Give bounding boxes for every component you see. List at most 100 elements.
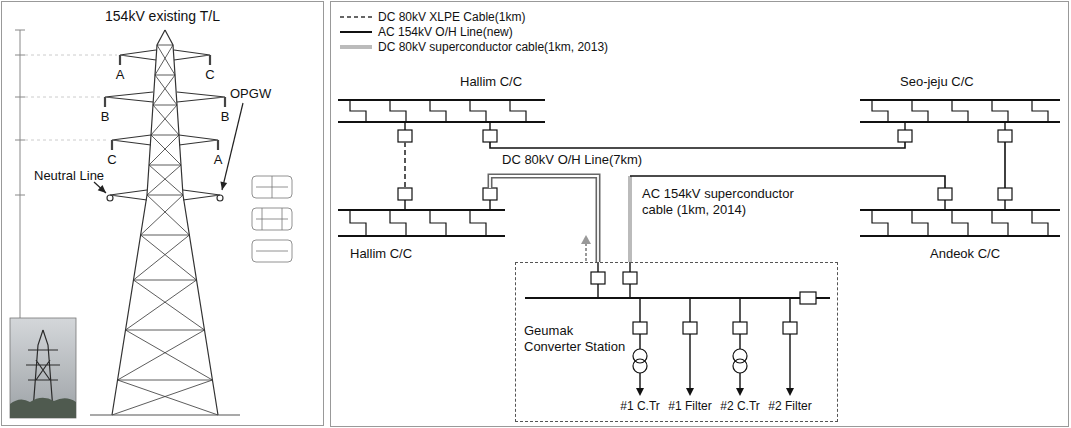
panel-frame xyxy=(331,2,1069,427)
substation-bus xyxy=(938,188,952,200)
phase-label: C xyxy=(107,152,116,168)
transmission-tower xyxy=(147,45,183,195)
substation-bus xyxy=(860,100,1060,142)
legend-sample xyxy=(340,16,372,18)
panel-title: 154kV existing T/L xyxy=(2,8,323,25)
detail-sketch xyxy=(256,251,288,252)
converter-station-box: Geumak Converter Station xyxy=(515,262,838,422)
feeder-label: #1 C.Tr xyxy=(620,399,660,413)
legend-sample xyxy=(340,45,372,49)
substation-bus xyxy=(998,130,1012,142)
legend-text: DC 80kV XLPE Cable(1km) xyxy=(378,10,525,24)
transmission-tower xyxy=(120,50,210,60)
converter-station-bus xyxy=(633,322,647,334)
substation-bus xyxy=(405,200,490,210)
connector-line xyxy=(490,176,598,262)
transmission-tower xyxy=(217,195,223,201)
leader-line xyxy=(94,103,243,193)
callout-label: OPGW xyxy=(230,86,271,102)
substation-bus xyxy=(998,188,1012,200)
transmission-tower xyxy=(112,195,218,415)
edge-label: DC 80kV O/H Line(7km) xyxy=(500,152,644,168)
converter-station-bus xyxy=(783,322,797,334)
substation-bus xyxy=(350,100,526,122)
converter-station-bus xyxy=(686,388,694,396)
connector-line xyxy=(628,176,632,262)
substation-label: Hallim C/C xyxy=(350,246,412,262)
converter-station-bus xyxy=(640,298,790,322)
substation-node: Seo-jeju C/C xyxy=(860,70,1060,142)
transmission-tower xyxy=(90,30,240,415)
substation-bus xyxy=(338,210,505,236)
leader-line xyxy=(220,181,227,190)
detail-sketch xyxy=(256,208,288,230)
connector-line xyxy=(490,142,905,148)
converter-station-bus xyxy=(736,388,744,396)
connector xyxy=(490,176,598,262)
connector xyxy=(630,176,945,262)
detail-sketch xyxy=(252,176,292,262)
phase-label: B xyxy=(101,109,110,125)
transmission-tower xyxy=(105,92,225,102)
tower-photo xyxy=(10,398,76,418)
converter-station-bus xyxy=(525,297,830,299)
substation-bus xyxy=(398,188,412,200)
phase-label: C xyxy=(205,67,214,83)
callout-label: Neutral Line xyxy=(34,168,104,184)
substation-bus xyxy=(483,188,497,200)
substation-label: Andeok C/C xyxy=(930,246,1000,262)
substation-bus xyxy=(350,210,486,236)
panel-box: 154kV existing T/L xyxy=(1,1,324,426)
substation-bus xyxy=(905,122,1005,130)
substation-bus xyxy=(860,210,1060,236)
planned-cable-arrow xyxy=(585,243,587,261)
substation-node: Hallim C/C xyxy=(338,70,545,142)
substation-bus xyxy=(405,122,490,130)
converter-station-bus xyxy=(591,272,605,284)
substation-bus xyxy=(398,130,412,142)
transmission-tower xyxy=(107,195,113,201)
converter-station-bus xyxy=(633,359,647,373)
transmission-tower xyxy=(118,45,213,380)
connector xyxy=(1005,142,1006,188)
substation-bus xyxy=(898,130,912,142)
converter-station-bus xyxy=(683,322,697,334)
converter-station-bus xyxy=(786,388,794,396)
feeder-label: #2 C.Tr xyxy=(720,399,760,413)
transmission-tower xyxy=(110,190,220,200)
leader-line xyxy=(94,182,106,193)
substation-node: Hallim C/C xyxy=(338,188,505,268)
detail-sketch xyxy=(252,240,292,262)
converter-station-bus xyxy=(800,292,816,304)
substation-bus xyxy=(945,200,1005,210)
phase-label: B xyxy=(221,109,230,125)
detail-sketch xyxy=(256,176,288,198)
substation-bus xyxy=(338,100,545,122)
legend-text: AC 154kV O/H Line(new) xyxy=(378,25,513,39)
converter-station-bus xyxy=(623,272,637,284)
tower-photo xyxy=(10,318,76,418)
station-label: Geumak Converter Station xyxy=(524,323,632,354)
feeder-label: #2 Filter xyxy=(768,399,811,413)
substation-bus xyxy=(872,100,1048,122)
converter-station-bus xyxy=(733,322,747,334)
transmission-tower xyxy=(105,55,225,150)
connector-line xyxy=(490,176,598,262)
converter-station-bus xyxy=(733,359,747,373)
dimension-lines xyxy=(25,55,117,140)
substation-label: Seo-jeju C/C xyxy=(900,74,974,90)
transmission-tower xyxy=(112,30,218,415)
transmission-tower xyxy=(112,135,218,145)
substation-bus xyxy=(338,100,545,142)
planned-cable-arrow xyxy=(581,235,591,261)
leader-line xyxy=(98,185,106,193)
detail-sketch xyxy=(252,176,292,198)
phase-label: A xyxy=(116,67,125,83)
substation-bus xyxy=(872,210,1048,236)
substation-bus xyxy=(483,130,497,142)
edge-label: AC 154kV superconductor cable (1km, 2014… xyxy=(640,186,814,217)
connector xyxy=(490,142,905,148)
substation-bus xyxy=(860,188,1060,236)
